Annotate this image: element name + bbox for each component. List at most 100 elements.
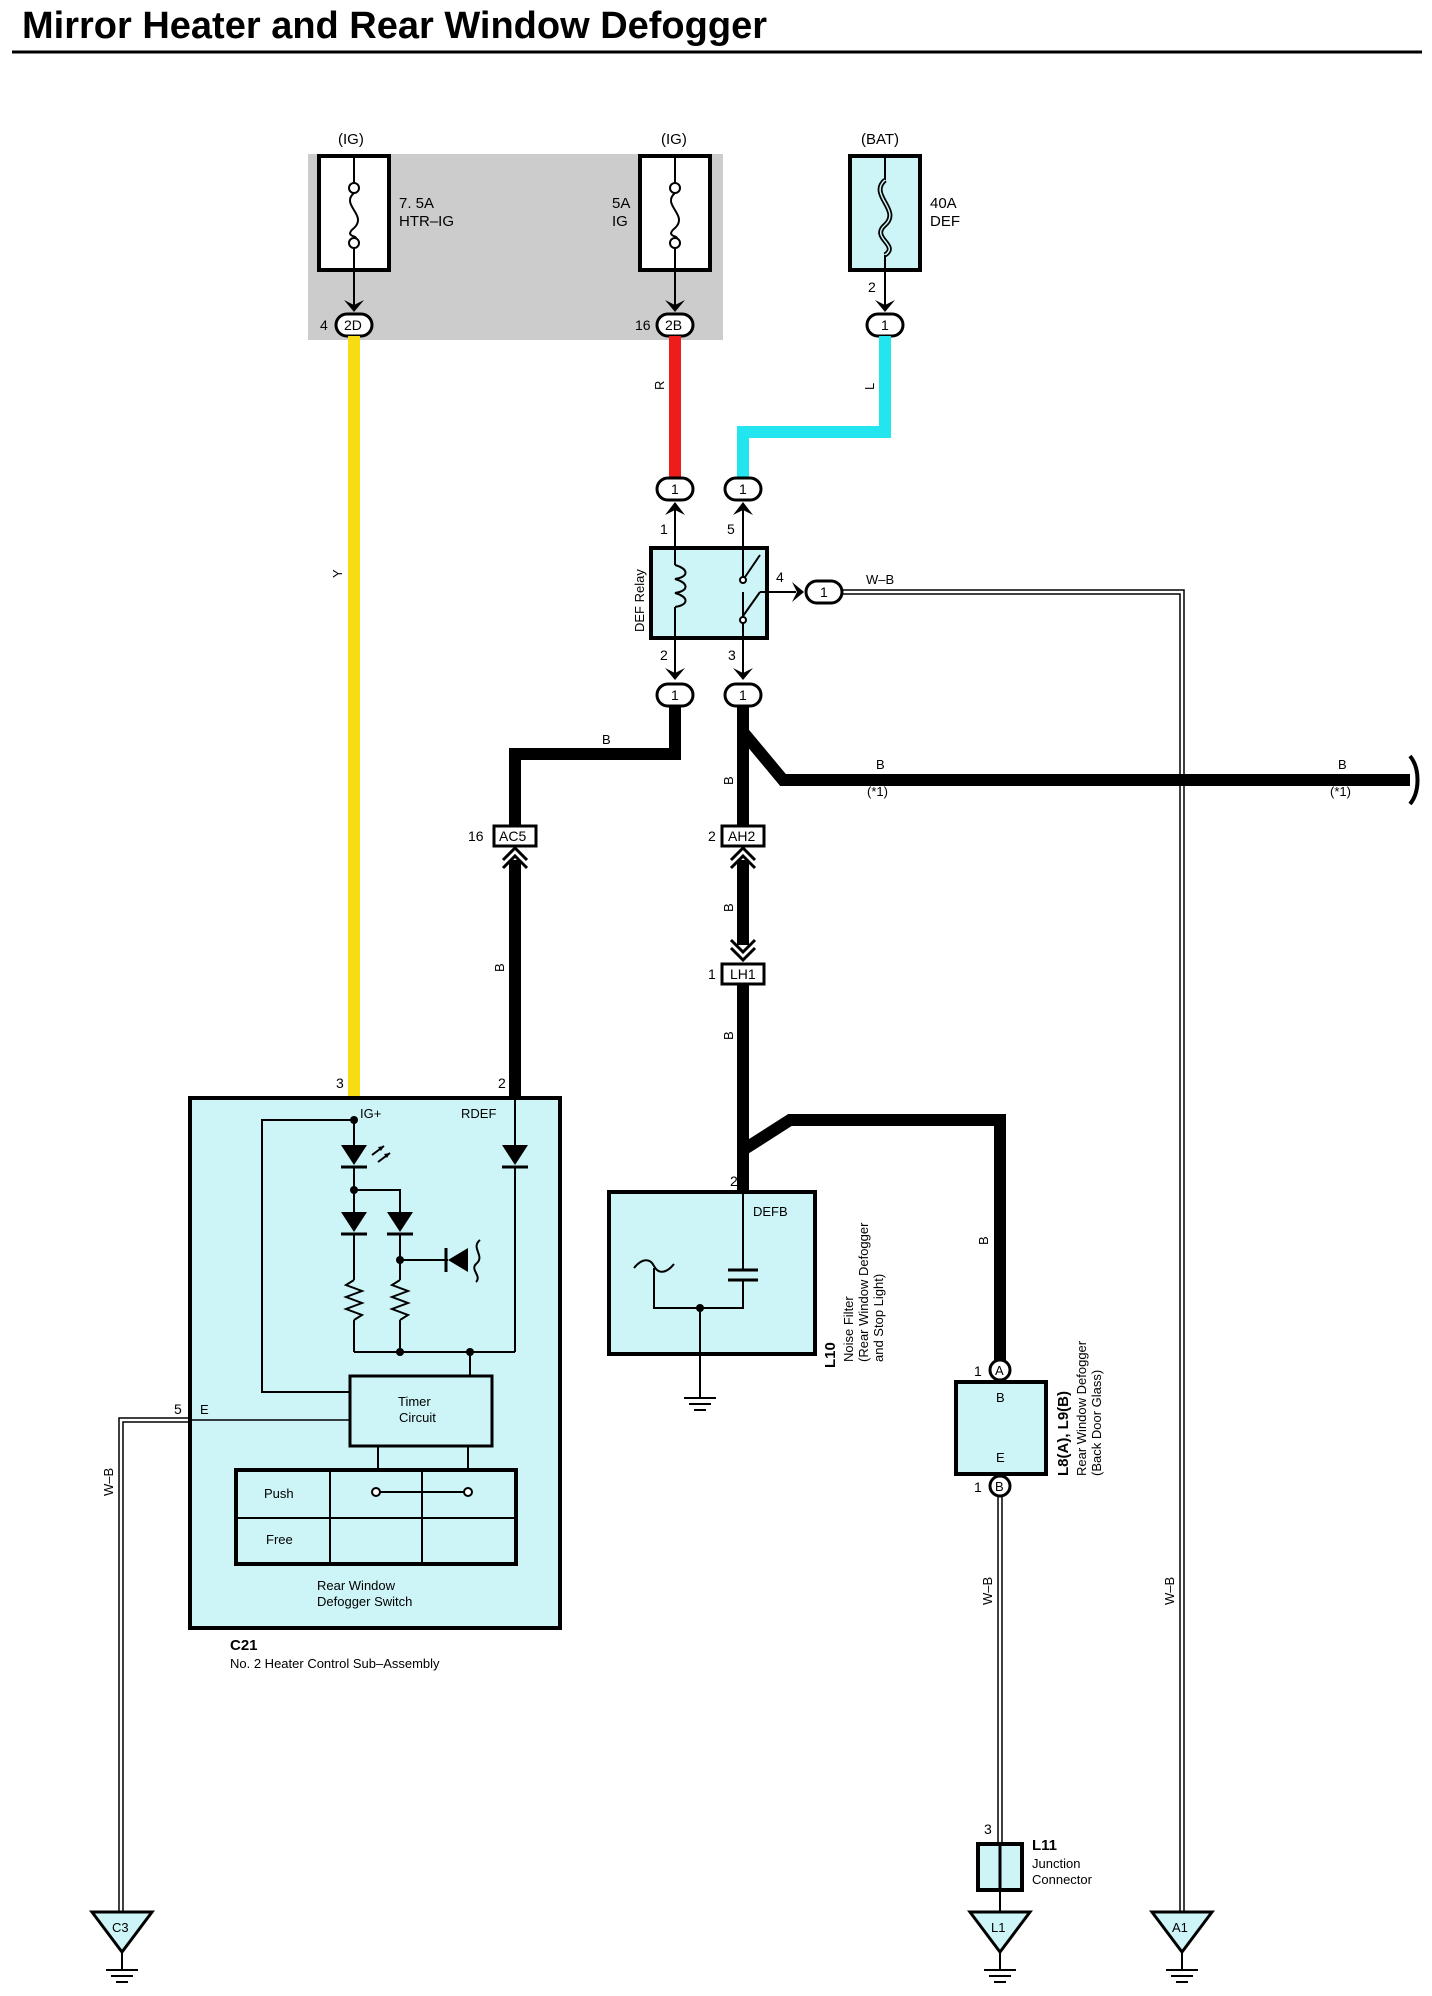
svg-text:and Stop Light): and Stop Light): [871, 1274, 886, 1362]
svg-text:B: B: [1338, 757, 1347, 772]
fuse-def: (BAT) 40A DEF: [848, 131, 960, 272]
svg-text:5: 5: [174, 1401, 182, 1417]
ground-c3: C3: [89, 1910, 155, 1983]
wire-black-relay3: [737, 706, 1410, 786]
svg-text:B: B: [876, 757, 885, 772]
svg-text:(IG): (IG): [661, 131, 687, 148]
noise-filter-ground: [683, 1379, 717, 1411]
svg-text:1: 1: [671, 481, 679, 497]
svg-text:W–B: W–B: [980, 1577, 995, 1605]
svg-text:1: 1: [739, 687, 747, 703]
svg-text:B: B: [995, 1479, 1004, 1494]
connector-2b: 2B 16: [635, 312, 695, 338]
wire-wb-relay: [842, 589, 1185, 1912]
svg-text:B: B: [976, 1236, 991, 1245]
wire-label-y: Y: [330, 569, 345, 578]
svg-text:3: 3: [984, 1821, 992, 1837]
defogger-conn-b: [988, 1474, 1012, 1498]
svg-text:1: 1: [660, 521, 668, 537]
junction-connector: [976, 1842, 1024, 1892]
svg-text:HTR–IG: HTR–IG: [399, 213, 454, 230]
svg-text:B: B: [602, 732, 611, 747]
ground-l1: L1: [967, 1910, 1033, 1983]
svg-text:W–B: W–B: [1162, 1577, 1177, 1605]
svg-text:(*1): (*1): [1330, 784, 1351, 799]
svg-text:(BAT): (BAT): [861, 131, 899, 148]
svg-text:16: 16: [468, 828, 484, 844]
svg-text:(*1): (*1): [867, 784, 888, 799]
svg-text:1: 1: [671, 687, 679, 703]
noise-filter-code: L10: [822, 1342, 839, 1368]
svg-text:1: 1: [974, 1363, 982, 1379]
def-relay: DEF Relay: [632, 546, 769, 640]
junction-code: L11: [1032, 1837, 1057, 1854]
svg-text:RDEF: RDEF: [461, 1106, 496, 1121]
svg-text:2: 2: [730, 1173, 738, 1189]
fuse-htr-ig: (IG) 7. 5A HTR–IG: [317, 131, 454, 272]
svg-text:2B: 2B: [665, 317, 682, 333]
svg-text:Free: Free: [266, 1532, 293, 1547]
svg-text:(IG): (IG): [338, 131, 364, 148]
svg-text:W–B: W–B: [101, 1468, 116, 1496]
connector-lh1: LH1 1: [708, 962, 766, 986]
svg-text:3: 3: [728, 647, 736, 663]
svg-text:Push: Push: [264, 1486, 294, 1501]
wire-label-l: L: [862, 383, 877, 390]
svg-text:Circuit: Circuit: [399, 1410, 436, 1425]
switch-code: C21: [230, 1637, 258, 1654]
svg-text:DEF: DEF: [930, 213, 960, 230]
svg-text:AH2: AH2: [728, 828, 755, 844]
svg-text:C3: C3: [112, 1920, 129, 1935]
svg-text:E: E: [996, 1450, 1005, 1465]
wire-label-r: R: [652, 381, 667, 390]
svg-text:2: 2: [660, 647, 668, 663]
rear-window-defogger: B E: [954, 1380, 1048, 1476]
svg-text:Timer: Timer: [398, 1394, 431, 1409]
svg-text:(Back Door Glass): (Back Door Glass): [1089, 1370, 1104, 1476]
svg-text:2: 2: [868, 279, 876, 295]
svg-text:1: 1: [974, 1479, 982, 1495]
connector-ac5: AC5 16: [468, 824, 538, 848]
relay-conn-1-top: [655, 476, 695, 502]
svg-text:B: B: [721, 776, 736, 785]
ground-a1: A1: [1149, 1910, 1215, 1983]
connector-2d: 2D 4: [320, 312, 374, 338]
wire-label-wb-relay: W–B: [866, 572, 894, 587]
svg-text:Connector: Connector: [1032, 1872, 1093, 1887]
svg-text:L1: L1: [991, 1920, 1005, 1935]
svg-text:IG+: IG+: [360, 1106, 381, 1121]
svg-text:2: 2: [498, 1075, 506, 1091]
noise-filter: 2 DEFB: [607, 1173, 817, 1380]
wire-black-relay2-ac5: [509, 706, 681, 830]
svg-text:DEFB: DEFB: [753, 1204, 788, 1219]
wire-black-to-defogger: [739, 1114, 1006, 1360]
page-title: Mirror Heater and Rear Window Defogger: [22, 5, 767, 47]
svg-text:DEF Relay: DEF Relay: [632, 569, 647, 632]
svg-text:7. 5A: 7. 5A: [399, 195, 434, 212]
svg-text:1: 1: [881, 317, 889, 333]
wire-blue: [737, 336, 891, 478]
rear-window-defogger-switch-module: 3 2 IG+ RDEF: [188, 1075, 562, 1630]
connector-ah2: AH2 2: [708, 824, 766, 848]
svg-text:B: B: [721, 903, 736, 912]
svg-text:LH1: LH1: [730, 966, 756, 982]
svg-text:A: A: [995, 1363, 1004, 1378]
svg-text:B: B: [996, 1390, 1005, 1405]
connector-def-1: 1: [865, 312, 905, 338]
svg-text:B: B: [721, 1031, 736, 1040]
svg-text:AC5: AC5: [499, 828, 526, 844]
svg-text:(Rear Window Defogger: (Rear Window Defogger: [856, 1222, 871, 1362]
svg-text:1: 1: [739, 481, 747, 497]
svg-text:2D: 2D: [344, 317, 362, 333]
svg-text:1: 1: [708, 966, 716, 982]
svg-text:2: 2: [708, 828, 716, 844]
wire-wb-switch: [118, 1417, 350, 1912]
wire-wb-defogger: [997, 1496, 1003, 1844]
relay-conn-4: [804, 579, 844, 605]
svg-text:40A: 40A: [930, 195, 957, 212]
svg-text:A1: A1: [1172, 1920, 1188, 1935]
relay-conn-5-top: [723, 476, 763, 502]
svg-text:E: E: [200, 1402, 209, 1417]
svg-text:5A: 5A: [612, 195, 630, 212]
